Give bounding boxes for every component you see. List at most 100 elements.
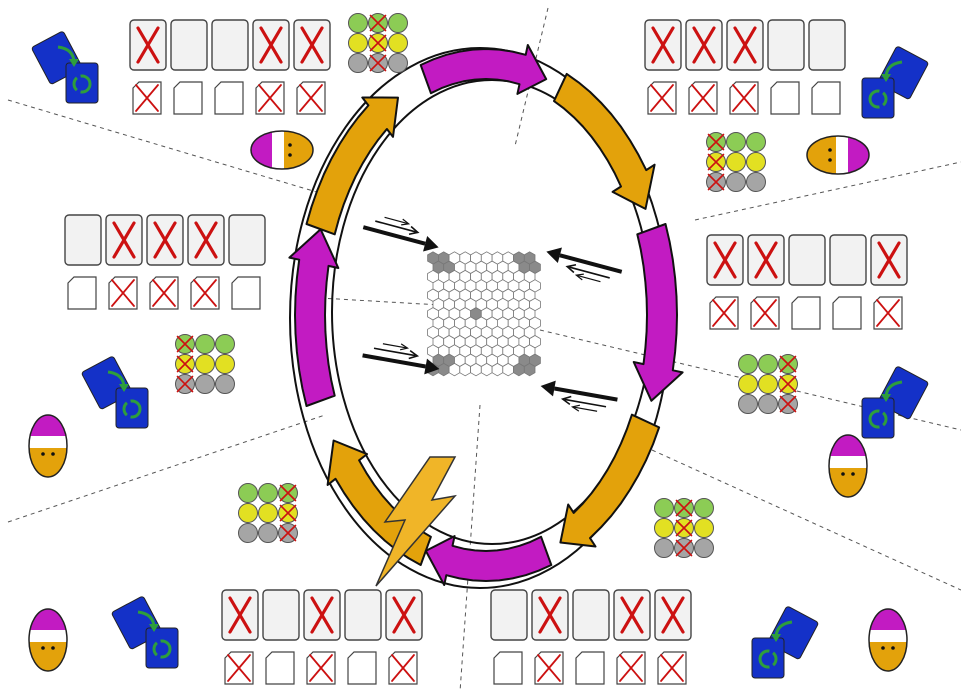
marker-slot[interactable] [833,297,861,329]
marker-slot[interactable] [576,652,604,684]
marker-slot[interactable] [307,652,335,684]
resource-token[interactable] [695,499,714,518]
pawn-egg-icon[interactable] [806,135,870,175]
slot[interactable] [491,590,527,640]
resource-token[interactable] [279,524,298,543]
resource-token[interactable] [707,153,726,172]
slot[interactable] [212,20,248,70]
marker-slot[interactable] [150,277,178,309]
resource-token[interactable] [176,375,195,394]
resource-token[interactable] [349,34,368,53]
slot[interactable] [573,590,609,640]
marker-slot[interactable] [174,82,202,114]
marker-slot[interactable] [648,82,676,114]
slot[interactable] [645,20,681,70]
marker-slot[interactable] [297,82,325,114]
resource-token[interactable] [196,335,215,354]
slot[interactable] [65,215,101,265]
slot[interactable] [768,20,804,70]
slot[interactable] [748,235,784,285]
resource-token[interactable] [675,539,694,558]
marker-slot[interactable] [215,82,243,114]
resource-token[interactable] [239,524,258,543]
card-swap-icon[interactable] [31,31,98,103]
resource-token[interactable] [779,355,798,374]
marker-slot[interactable] [256,82,284,114]
resource-token[interactable] [259,524,278,543]
resource-token[interactable] [727,153,746,172]
resource-token[interactable] [759,395,778,414]
resource-token[interactable] [279,484,298,503]
resource-token[interactable] [695,539,714,558]
card-swap-icon[interactable] [862,46,929,118]
resource-token[interactable] [707,133,726,152]
resource-token[interactable] [279,504,298,523]
slot[interactable] [106,215,142,265]
resource-token[interactable] [349,14,368,33]
marker-slot[interactable] [710,297,738,329]
marker-slot[interactable] [874,297,902,329]
resource-token[interactable] [196,355,215,374]
marker-slot[interactable] [812,82,840,114]
marker-slot[interactable] [535,652,563,684]
resource-token[interactable] [389,34,408,53]
slot[interactable] [727,20,763,70]
slot[interactable] [294,20,330,70]
marker-slot[interactable] [232,277,260,309]
resource-token[interactable] [389,54,408,73]
pawn-egg-icon[interactable] [828,434,868,498]
resource-token[interactable] [739,395,758,414]
resource-token[interactable] [655,539,674,558]
slot[interactable] [789,235,825,285]
resource-token[interactable] [259,504,278,523]
card-swap-icon[interactable] [752,606,819,678]
marker-slot[interactable] [494,652,522,684]
resource-token[interactable] [759,375,778,394]
marker-slot[interactable] [730,82,758,114]
marker-slot[interactable] [133,82,161,114]
slot[interactable] [304,590,340,640]
resource-token[interactable] [369,54,388,73]
slot[interactable] [655,590,691,640]
card-swap-icon[interactable] [81,356,148,428]
resource-token[interactable] [216,335,235,354]
slot[interactable] [188,215,224,265]
resource-token[interactable] [389,14,408,33]
resource-token[interactable] [779,375,798,394]
card-swap-icon[interactable] [862,366,929,438]
resource-token[interactable] [707,173,726,192]
pawn-egg-icon[interactable] [28,414,68,478]
resource-token[interactable] [675,519,694,538]
marker-slot[interactable] [191,277,219,309]
marker-slot[interactable] [68,277,96,309]
slot[interactable] [253,20,289,70]
resource-token[interactable] [239,484,258,503]
marker-slot[interactable] [658,652,686,684]
pawn-egg-icon[interactable] [250,130,314,170]
slot[interactable] [171,20,207,70]
resource-token[interactable] [747,153,766,172]
slot[interactable] [386,590,422,640]
slot[interactable] [263,590,299,640]
resource-token[interactable] [675,499,694,518]
slot[interactable] [809,20,845,70]
pawn-egg-icon[interactable] [28,608,68,672]
resource-token[interactable] [196,375,215,394]
card-swap-icon[interactable] [111,596,178,668]
slot[interactable] [222,590,258,640]
resource-token[interactable] [259,484,278,503]
marker-slot[interactable] [751,297,779,329]
resource-token[interactable] [739,375,758,394]
resource-token[interactable] [747,133,766,152]
resource-token[interactable] [349,54,368,73]
resource-token[interactable] [779,395,798,414]
resource-token[interactable] [176,355,195,374]
pawn-egg-icon[interactable] [868,608,908,672]
resource-token[interactable] [727,133,746,152]
marker-slot[interactable] [389,652,417,684]
slot[interactable] [130,20,166,70]
slot[interactable] [147,215,183,265]
resource-token[interactable] [739,355,758,374]
slot[interactable] [229,215,265,265]
resource-token[interactable] [239,504,258,523]
